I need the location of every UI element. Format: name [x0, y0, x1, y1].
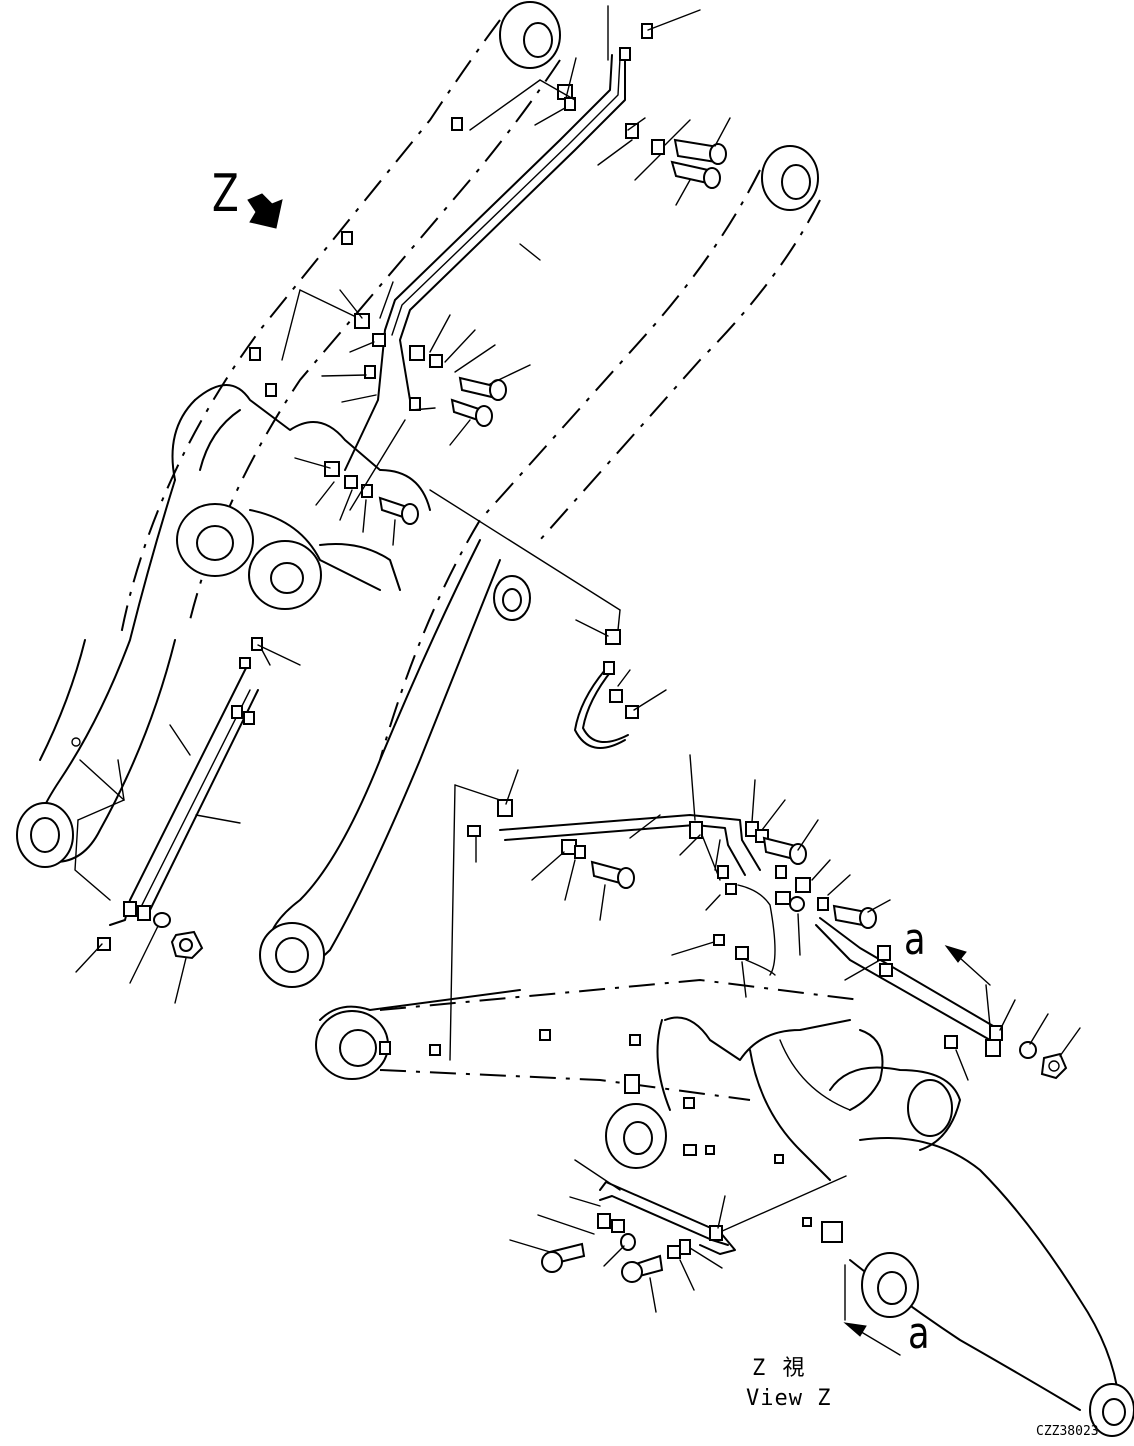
upper-clamps: [324, 23, 665, 498]
boom-cross-tube: [171, 384, 431, 610]
lower-left-tubes: [71, 637, 301, 1004]
frame-plug: [821, 1221, 843, 1243]
view-z-frame: [315, 978, 1134, 1437]
upper-reference-lines: [281, 79, 621, 631]
middle-hose: [574, 619, 667, 749]
boom-middle-pin-boss: [493, 575, 531, 621]
upper-bolts: [378, 138, 727, 525]
frame-pin-boss-mid: [605, 1103, 667, 1169]
view-z-arrow: [247, 193, 283, 229]
frame-pin-boss-top: [907, 1079, 953, 1137]
boom-right-arm: [259, 169, 821, 988]
upper-leader-lines: [294, 9, 731, 546]
boom-bottom-pin-boss-right: [259, 922, 325, 988]
frame-pin-boss-left: [315, 1010, 389, 1080]
view-z-upper-tubes: [467, 799, 1068, 1080]
frame-pin-boss-end: [1089, 1383, 1134, 1437]
boom-small-brackets: [249, 117, 463, 397]
ref-arrow-a-lower: [843, 1322, 901, 1356]
pivot-boss-1: [176, 503, 254, 577]
boom-bottom-pin-boss-left: [16, 802, 74, 868]
ref-arrow-a-upper: [944, 945, 991, 986]
view-caption-jp: Z 視: [752, 1356, 807, 1381]
boom-top-pin-boss-right: [761, 145, 819, 211]
upper-hydraulic-tubes: [344, 5, 626, 471]
frame-small-brackets: [379, 1029, 812, 1227]
drawing-code: CZZ38023: [1036, 1424, 1099, 1439]
view-z-lower-tube: [574, 1159, 847, 1259]
view-z-arrow-label: Z: [212, 164, 239, 224]
frame-pin-boss-bottom: [861, 1252, 919, 1318]
pivot-boss-2: [248, 540, 322, 610]
ref-label-a-lower: a: [908, 1308, 930, 1359]
view-caption-en: View Z: [746, 1386, 832, 1411]
ref-label-a-upper: a: [904, 914, 926, 965]
boom-left-arm: [16, 19, 561, 868]
view-z-leader-lines: [449, 754, 1081, 1321]
boom-top-pin-boss-left: [499, 1, 561, 69]
view-z-bolts: [541, 836, 877, 1283]
